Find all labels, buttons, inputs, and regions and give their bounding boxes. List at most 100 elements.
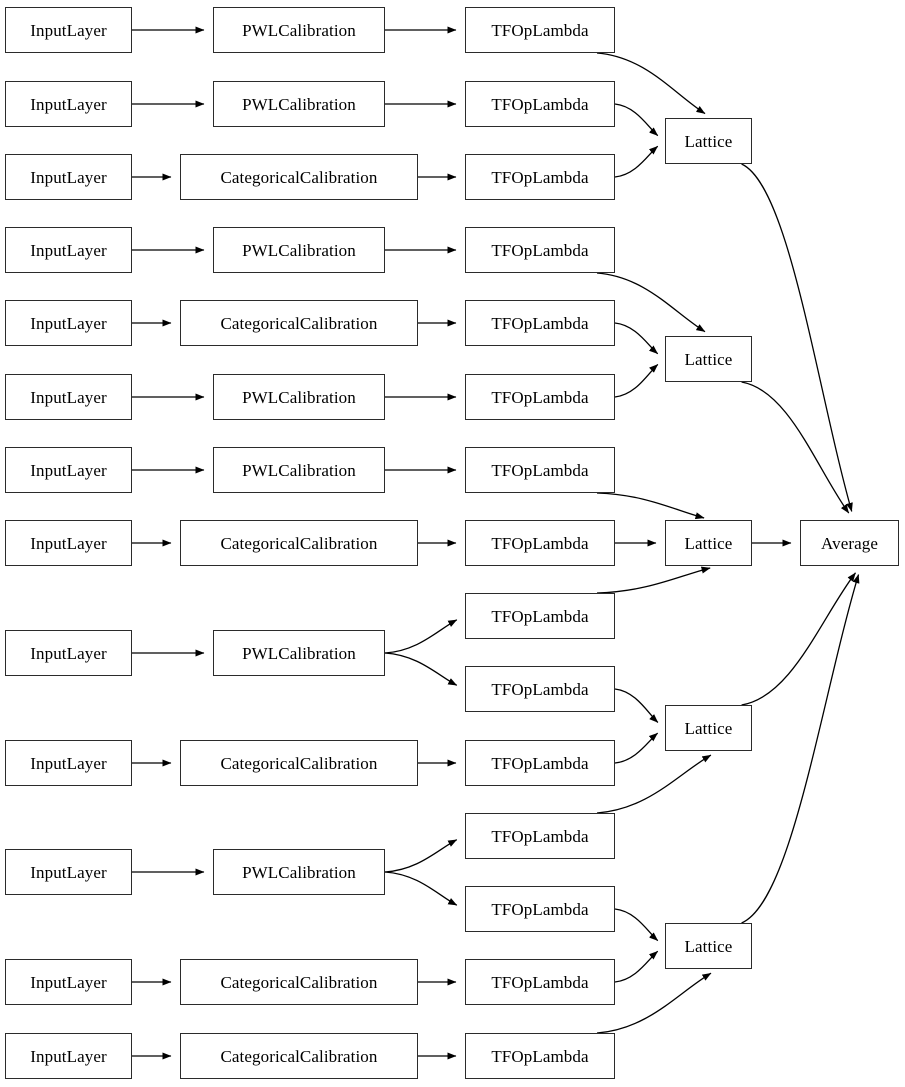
node-label: InputLayer bbox=[30, 387, 107, 407]
node-label: CategoricalCalibration bbox=[220, 167, 378, 187]
node-input-layer-in7[interactable]: InputLayer bbox=[5, 447, 132, 493]
node-tfop-lambda-op5[interactable]: TFOpLambda bbox=[465, 300, 615, 346]
edge-op5-to-lat2 bbox=[614, 322, 659, 355]
node-input-layer-in6[interactable]: InputLayer bbox=[5, 374, 132, 420]
node-lattice-lat3[interactable]: Lattice bbox=[665, 520, 752, 566]
node-tfop-lambda-op2[interactable]: TFOpLambda bbox=[465, 81, 615, 127]
node-label: InputLayer bbox=[30, 20, 107, 40]
node-input-layer-in8[interactable]: InputLayer bbox=[5, 520, 132, 566]
node-tfop-lambda-op7[interactable]: TFOpLambda bbox=[465, 447, 615, 493]
node-label: Lattice bbox=[684, 533, 733, 553]
node-categorical-calibration-cal13[interactable]: CategoricalCalibration bbox=[180, 1033, 418, 1079]
node-label: CategoricalCalibration bbox=[220, 313, 378, 333]
node-tfop-lambda-op3[interactable]: TFOpLambda bbox=[465, 154, 615, 200]
edge-op9-to-lat3 bbox=[596, 566, 711, 594]
edge-lat1-to-avg bbox=[741, 163, 853, 512]
node-tfop-lambda-op15[interactable]: TFOpLambda bbox=[465, 1033, 615, 1079]
node-label: TFOpLambda bbox=[491, 606, 589, 626]
node-pwlcalibration-cal11[interactable]: PWLCalibration bbox=[213, 849, 385, 895]
node-label: TFOpLambda bbox=[491, 533, 589, 553]
node-pwlcalibration-cal4[interactable]: PWLCalibration bbox=[213, 227, 385, 273]
node-categorical-calibration-cal12[interactable]: CategoricalCalibration bbox=[180, 959, 418, 1005]
node-label: PWLCalibration bbox=[242, 387, 356, 407]
node-lattice-lat5[interactable]: Lattice bbox=[665, 923, 752, 969]
node-lattice-lat4[interactable]: Lattice bbox=[665, 705, 752, 751]
node-label: Lattice bbox=[684, 131, 733, 151]
node-input-layer-in5[interactable]: InputLayer bbox=[5, 300, 132, 346]
node-tfop-lambda-op12[interactable]: TFOpLambda bbox=[465, 813, 615, 859]
node-input-layer-in2[interactable]: InputLayer bbox=[5, 81, 132, 127]
node-label: PWLCalibration bbox=[242, 643, 356, 663]
node-pwlcalibration-cal2[interactable]: PWLCalibration bbox=[213, 81, 385, 127]
node-label: PWLCalibration bbox=[242, 460, 356, 480]
node-label: CategoricalCalibration bbox=[220, 753, 378, 773]
node-tfop-lambda-op9[interactable]: TFOpLambda bbox=[465, 593, 615, 639]
node-label: TFOpLambda bbox=[491, 899, 589, 919]
node-label: Lattice bbox=[684, 936, 733, 956]
node-input-layer-in13[interactable]: InputLayer bbox=[5, 1033, 132, 1079]
node-label: InputLayer bbox=[30, 862, 107, 882]
node-input-layer-in4[interactable]: InputLayer bbox=[5, 227, 132, 273]
node-label: CategoricalCalibration bbox=[220, 533, 378, 553]
edge-op14-to-lat5 bbox=[614, 950, 659, 983]
node-lattice-lat2[interactable]: Lattice bbox=[665, 336, 752, 382]
edge-op6-to-lat2 bbox=[614, 363, 659, 398]
node-label: PWLCalibration bbox=[242, 240, 356, 260]
edge-lat4-to-avg bbox=[741, 572, 857, 706]
node-label: Average bbox=[820, 533, 878, 553]
node-label: TFOpLambda bbox=[491, 460, 589, 480]
node-categorical-calibration-cal10[interactable]: CategoricalCalibration bbox=[180, 740, 418, 786]
edge-lat5-to-avg bbox=[741, 574, 860, 924]
edge-op13-to-lat5 bbox=[614, 908, 659, 942]
node-tfop-lambda-op14[interactable]: TFOpLambda bbox=[465, 959, 615, 1005]
node-tfop-lambda-op13[interactable]: TFOpLambda bbox=[465, 886, 615, 932]
node-label: PWLCalibration bbox=[242, 94, 356, 114]
node-label: TFOpLambda bbox=[491, 753, 589, 773]
node-tfop-lambda-op10[interactable]: TFOpLambda bbox=[465, 666, 615, 712]
node-label: TFOpLambda bbox=[491, 972, 589, 992]
node-input-layer-in1[interactable]: InputLayer bbox=[5, 7, 132, 53]
node-label: TFOpLambda bbox=[491, 1046, 589, 1066]
node-label: TFOpLambda bbox=[491, 20, 589, 40]
node-input-layer-in9[interactable]: InputLayer bbox=[5, 630, 132, 676]
node-pwlcalibration-cal6[interactable]: PWLCalibration bbox=[213, 374, 385, 420]
node-label: TFOpLambda bbox=[491, 387, 589, 407]
node-label: PWLCalibration bbox=[242, 20, 356, 40]
node-label: PWLCalibration bbox=[242, 862, 356, 882]
node-pwlcalibration-cal1[interactable]: PWLCalibration bbox=[213, 7, 385, 53]
node-tfop-lambda-op1[interactable]: TFOpLambda bbox=[465, 7, 615, 53]
node-input-layer-in11[interactable]: InputLayer bbox=[5, 849, 132, 895]
node-tfop-lambda-op4[interactable]: TFOpLambda bbox=[465, 227, 615, 273]
node-categorical-calibration-cal3[interactable]: CategoricalCalibration bbox=[180, 154, 418, 200]
node-label: InputLayer bbox=[30, 460, 107, 480]
node-pwlcalibration-cal7[interactable]: PWLCalibration bbox=[213, 447, 385, 493]
node-label: InputLayer bbox=[30, 643, 107, 663]
node-categorical-calibration-cal5[interactable]: CategoricalCalibration bbox=[180, 300, 418, 346]
node-tfop-lambda-op8[interactable]: TFOpLambda bbox=[465, 520, 615, 566]
edge-op11-to-lat4 bbox=[614, 732, 659, 764]
node-input-layer-in3[interactable]: InputLayer bbox=[5, 154, 132, 200]
node-label: Lattice bbox=[684, 718, 733, 738]
node-lattice-lat1[interactable]: Lattice bbox=[665, 118, 752, 164]
node-tfop-lambda-op6[interactable]: TFOpLambda bbox=[465, 374, 615, 420]
node-input-layer-in10[interactable]: InputLayer bbox=[5, 740, 132, 786]
edge-op3-to-lat1 bbox=[614, 145, 659, 178]
node-label: Lattice bbox=[684, 349, 733, 369]
node-input-layer-in12[interactable]: InputLayer bbox=[5, 959, 132, 1005]
edge-cal11-to-op12 bbox=[384, 839, 458, 873]
node-categorical-calibration-cal8[interactable]: CategoricalCalibration bbox=[180, 520, 418, 566]
node-label: TFOpLambda bbox=[491, 240, 589, 260]
node-label: InputLayer bbox=[30, 1046, 107, 1066]
node-label: TFOpLambda bbox=[491, 313, 589, 333]
node-label: InputLayer bbox=[30, 753, 107, 773]
node-tfop-lambda-op11[interactable]: TFOpLambda bbox=[465, 740, 615, 786]
node-label: InputLayer bbox=[30, 533, 107, 553]
node-label: CategoricalCalibration bbox=[220, 1046, 378, 1066]
node-label: TFOpLambda bbox=[491, 94, 589, 114]
node-label: InputLayer bbox=[30, 167, 107, 187]
node-pwlcalibration-cal9[interactable]: PWLCalibration bbox=[213, 630, 385, 676]
node-average-avg[interactable]: Average bbox=[800, 520, 899, 566]
node-label: InputLayer bbox=[30, 240, 107, 260]
node-label: InputLayer bbox=[30, 94, 107, 114]
